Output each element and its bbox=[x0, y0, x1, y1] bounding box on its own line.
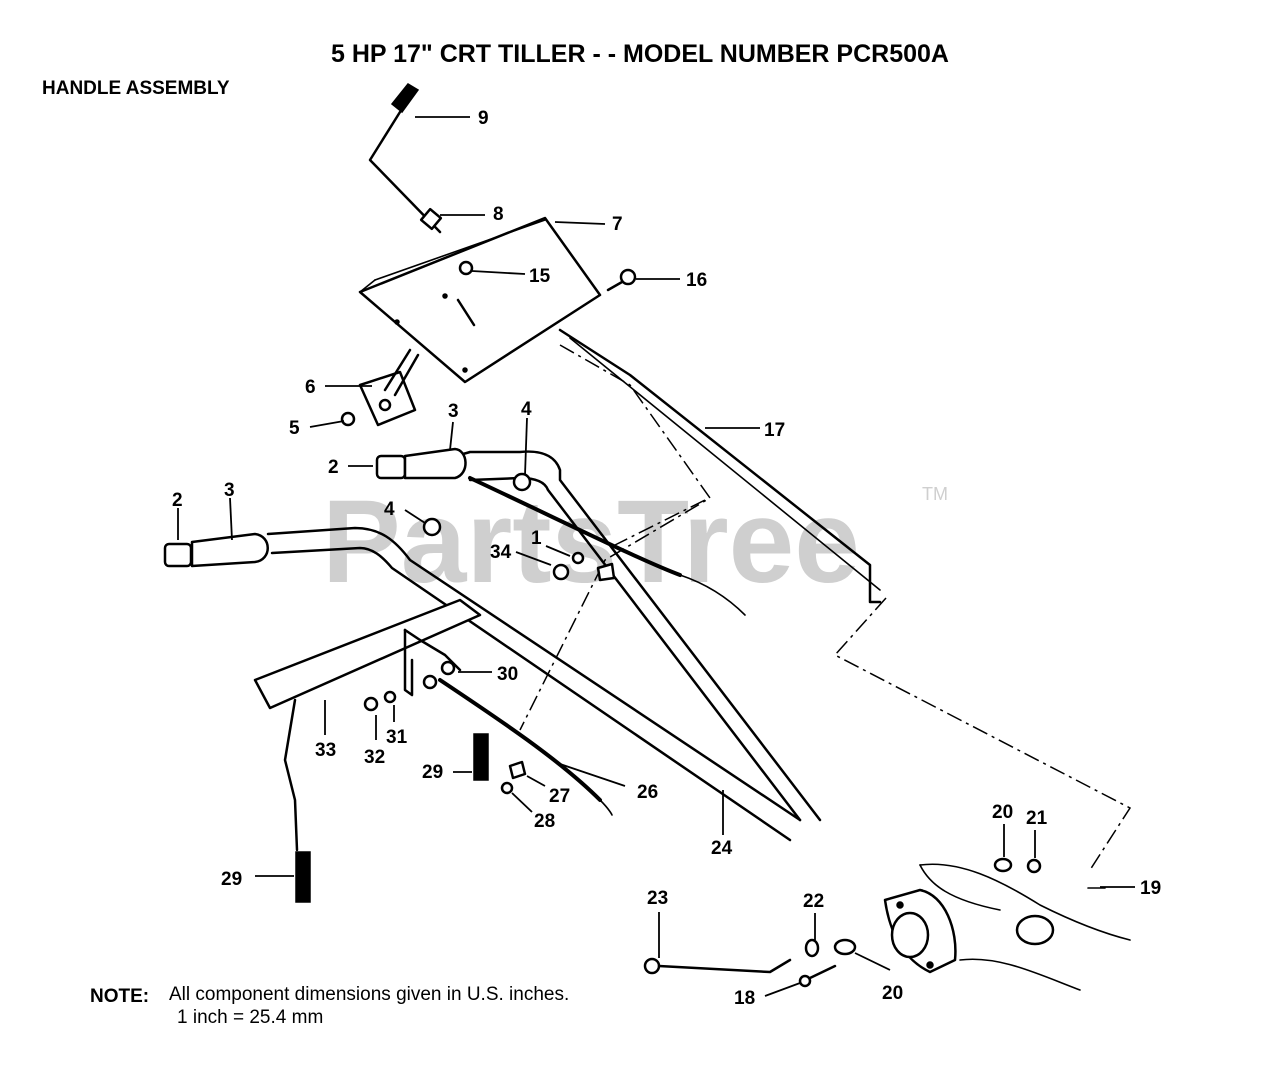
fastener-30 bbox=[422, 660, 456, 690]
callout-9: 9 bbox=[478, 108, 489, 129]
callout-27: 27 bbox=[549, 786, 570, 807]
callout-28: 28 bbox=[534, 811, 555, 832]
nut-5 bbox=[340, 411, 356, 427]
callout-7: 7 bbox=[612, 214, 623, 235]
assembly-dashed-lines bbox=[519, 344, 1132, 871]
section-title: HANDLE ASSEMBLY bbox=[42, 78, 230, 99]
callout-17: 17 bbox=[764, 420, 785, 441]
nut-34 bbox=[552, 563, 570, 581]
callout-15: 15 bbox=[529, 266, 551, 287]
callout-24: 24 bbox=[711, 838, 733, 859]
callout-26: 26 bbox=[637, 782, 658, 803]
callout-8: 8 bbox=[493, 204, 504, 225]
callout-18: 18 bbox=[734, 988, 755, 1009]
callout-6: 6 bbox=[305, 377, 316, 398]
callout-4b: 4 bbox=[384, 499, 395, 520]
screw-28 bbox=[500, 781, 514, 795]
upper-handlebar bbox=[375, 447, 822, 822]
handle-rod bbox=[558, 328, 882, 604]
handle-grip-3a bbox=[403, 447, 467, 480]
callout-16: 16 bbox=[686, 270, 707, 291]
callout-21: 21 bbox=[1026, 808, 1048, 829]
callout-1: 1 bbox=[531, 528, 542, 549]
note-block: NOTE: All component dimensions given in … bbox=[90, 984, 569, 1028]
callout-33: 33 bbox=[315, 740, 336, 761]
callout-32: 32 bbox=[364, 747, 385, 768]
watermark-logo: PartsTree TM bbox=[322, 476, 948, 608]
handle-grip-3b bbox=[190, 532, 269, 568]
shift-rod bbox=[368, 83, 442, 234]
callout-5: 5 bbox=[289, 418, 300, 439]
lower-handlebar bbox=[163, 517, 802, 842]
bolt-15 bbox=[456, 260, 476, 327]
clip-1 bbox=[571, 551, 616, 582]
bolt-16 bbox=[606, 268, 637, 292]
callout-19: 19 bbox=[1140, 878, 1161, 899]
callout-3a: 3 bbox=[448, 401, 459, 422]
control-bracket bbox=[358, 348, 420, 427]
callout-2b: 2 bbox=[172, 490, 183, 511]
nut-21 bbox=[1026, 858, 1042, 874]
washer-22 bbox=[804, 938, 820, 958]
callout-29a: 29 bbox=[422, 762, 443, 783]
washer-20a bbox=[993, 857, 1013, 873]
handle-mount-bracket bbox=[883, 863, 1131, 991]
note-line-2: 1 inch = 25.4 mm bbox=[177, 1007, 323, 1028]
control-cables bbox=[438, 476, 746, 816]
washer-31 bbox=[383, 690, 397, 704]
nut-32 bbox=[363, 696, 379, 712]
callout-29b: 29 bbox=[221, 869, 242, 890]
spring-29a bbox=[473, 733, 489, 781]
depth-lever-23 bbox=[643, 957, 792, 975]
shift-bracket bbox=[253, 598, 482, 852]
nut-4b bbox=[422, 517, 442, 537]
grip-cap-2a bbox=[375, 454, 407, 480]
callout-30: 30 bbox=[497, 664, 518, 685]
bolt-18 bbox=[798, 964, 837, 988]
callout-34: 34 bbox=[490, 542, 512, 563]
shield-plate bbox=[358, 216, 602, 384]
callout-20a: 20 bbox=[992, 802, 1013, 823]
callout-20b: 20 bbox=[882, 983, 903, 1004]
spring-29b bbox=[295, 851, 311, 903]
callout-23: 23 bbox=[647, 888, 668, 909]
svg-text:TM: TM bbox=[922, 484, 948, 504]
callout-31: 31 bbox=[386, 727, 408, 748]
washer-20b bbox=[833, 938, 857, 956]
grip-cap-2b bbox=[163, 542, 193, 568]
callout-labels: 9 8 7 15 16 6 5 3 4 17 2 2 3 4 1 34 30 3… bbox=[172, 108, 1161, 1009]
note-label: NOTE: bbox=[90, 986, 149, 1007]
callout-2a: 2 bbox=[328, 457, 339, 478]
clip-27 bbox=[508, 760, 527, 780]
note-line-1: All component dimensions given in U.S. i… bbox=[169, 984, 569, 1005]
callout-3b: 3 bbox=[224, 480, 235, 501]
callout-22: 22 bbox=[803, 891, 824, 912]
diagram-title: 5 HP 17" CRT TILLER - - MODEL NUMBER PCR… bbox=[331, 40, 949, 68]
svg-text:PartsTree: PartsTree bbox=[322, 476, 860, 608]
nut-4a bbox=[512, 472, 532, 492]
leader-lines bbox=[177, 116, 1135, 997]
callout-4a: 4 bbox=[521, 399, 532, 420]
rod-nut bbox=[419, 207, 443, 231]
